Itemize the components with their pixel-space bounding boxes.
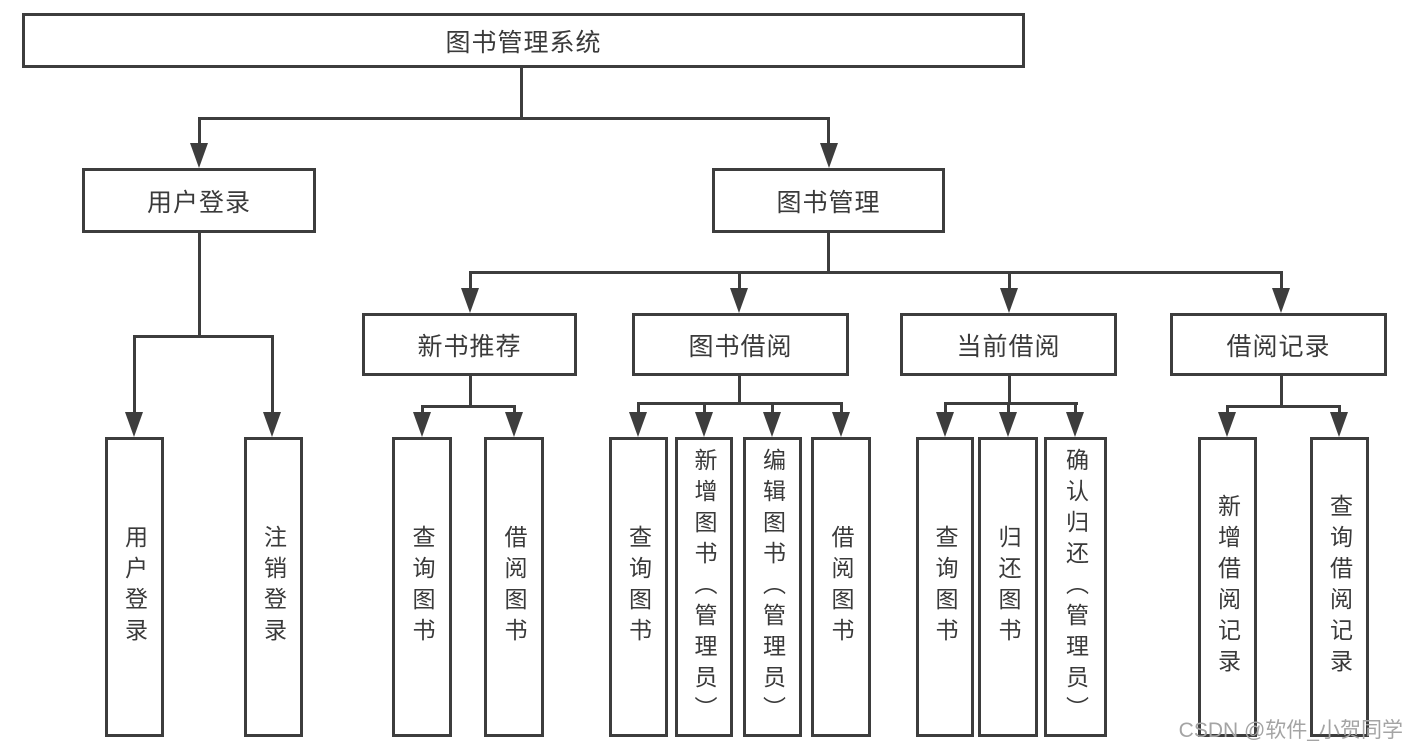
arrowhead-new-book [461, 288, 479, 313]
leaf-borrow-books-recommendation: 借阅图书 [484, 437, 544, 737]
leaf-confirm-return-admin: 确认归还（管理员） [1044, 437, 1107, 737]
node-label: 当前借阅 [956, 332, 1061, 361]
connector-drop-login-leaf [133, 335, 136, 415]
connector-drop-leaf [513, 405, 516, 415]
connector-book-borrowing-bus [637, 402, 843, 405]
leaf-label: 注销登录 [260, 525, 287, 649]
arrowhead-leaf [505, 412, 523, 437]
leaf-query-borrow-record: 查询借阅记录 [1310, 437, 1369, 737]
leaf-label: 编辑图书（管理员） [759, 447, 786, 727]
connector-drop-user-login [198, 117, 201, 147]
connector-drop-current-borrowing [1008, 271, 1011, 291]
arrowhead-leaf [1066, 412, 1084, 437]
connector-drop-leaf [944, 402, 947, 414]
leaf-query-books-borrowing: 查询图书 [609, 437, 668, 737]
arrowhead-book-borrowing [730, 288, 748, 313]
leaf-label: 归还图书 [995, 525, 1021, 649]
leaf-query-books-current: 查询图书 [916, 437, 974, 737]
connector-drop-leaf [840, 402, 843, 414]
leaf-label: 确认归还（管理员） [1062, 447, 1089, 727]
connector-book-borrowing-stem [738, 376, 741, 405]
arrowhead-borrowing-records [1272, 288, 1290, 313]
arrowhead-leaf [413, 412, 431, 437]
leaf-add-borrow-record: 新增借阅记录 [1198, 437, 1257, 737]
connector-user-login-bus [133, 335, 274, 338]
connector-drop-leaf [771, 402, 774, 414]
arrowhead-leaf [999, 412, 1017, 437]
connector-current-borrowing-stem [1008, 376, 1011, 405]
arrowhead-leaf [629, 412, 647, 437]
connector-drop-leaf [421, 405, 424, 415]
node-label: 图书借阅 [688, 332, 793, 361]
leaf-add-book-admin: 新增图书（管理员） [675, 437, 733, 737]
leaf-label: 新增图书（管理员） [691, 447, 717, 727]
node-label: 新书推荐 [417, 332, 522, 361]
leaf-label: 查询图书 [409, 525, 435, 649]
connector-drop-new-book [469, 271, 472, 291]
connector-drop-leaf [703, 402, 706, 414]
leaf-label: 查询借阅记录 [1326, 494, 1353, 680]
connector-current-borrowing-bus [944, 402, 1078, 405]
leaf-return-books: 归还图书 [978, 437, 1038, 737]
connector-book-management-bus [469, 271, 1283, 274]
connector-root-bus [198, 117, 830, 120]
connector-book-management-stem [827, 233, 830, 273]
connector-drop-leaf [637, 402, 640, 414]
arrowhead-leaf [695, 412, 713, 437]
arrowhead-user-login [190, 143, 208, 168]
node-borrowing-records: 借阅记录 [1170, 313, 1387, 376]
leaf-label: 借阅图书 [501, 525, 527, 649]
node-library-management-system: 图书管理系统 [22, 13, 1025, 68]
node-label: 图书管理 [776, 188, 881, 217]
leaf-edit-book-admin: 编辑图书（管理员） [743, 437, 802, 737]
connector-drop-book-management [827, 117, 830, 147]
node-new-book-recommendation: 新书推荐 [362, 313, 577, 376]
leaf-label: 新增借阅记录 [1214, 494, 1241, 680]
node-book-borrowing: 图书借阅 [632, 313, 849, 376]
connector-user-login-stem [198, 233, 201, 336]
connector-drop-leaf [1226, 405, 1229, 415]
arrowhead-leaf [763, 412, 781, 437]
arrowhead-leaf [936, 412, 954, 437]
leaf-label: 用户登录 [121, 525, 148, 649]
arrowhead-leaf [1218, 412, 1236, 437]
connector-drop-leaf [1007, 402, 1010, 414]
arrowhead-login-leaf [125, 412, 143, 437]
connector-new-book-bus [421, 405, 516, 408]
node-book-management: 图书管理 [712, 168, 945, 233]
arrowhead-leaf [832, 412, 850, 437]
node-label: 用户登录 [146, 188, 251, 217]
connector-drop-leaf [1338, 405, 1341, 415]
csdn-watermark: CSDN @软件_小贺同学 [1178, 719, 1403, 742]
leaf-user-login: 用户登录 [105, 437, 164, 737]
connector-borrowing-records-bus [1226, 405, 1340, 408]
node-label: 借阅记录 [1226, 332, 1331, 361]
connector-drop-logout-leaf [271, 335, 274, 415]
connector-drop-leaf [1074, 402, 1077, 414]
leaf-query-books-recommendation: 查询图书 [392, 437, 452, 737]
node-current-borrowing: 当前借阅 [900, 313, 1117, 376]
leaf-logout: 注销登录 [244, 437, 303, 737]
connector-borrowing-records-stem [1280, 376, 1283, 408]
node-label: 图书管理系统 [445, 28, 602, 57]
arrowhead-logout-leaf [263, 412, 281, 437]
node-user-login: 用户登录 [82, 168, 316, 233]
arrowhead-current-borrowing [1000, 288, 1018, 313]
connector-drop-book-borrowing [738, 271, 741, 291]
connector-root-stem [520, 68, 523, 118]
leaf-label: 查询图书 [625, 525, 652, 649]
arrowhead-leaf [1330, 412, 1348, 437]
arrowhead-book-management [820, 143, 838, 168]
leaf-borrow-books: 借阅图书 [811, 437, 871, 737]
leaf-label: 查询图书 [932, 525, 958, 649]
connector-new-book-stem [469, 376, 472, 408]
connector-drop-borrowing-records [1280, 271, 1283, 291]
leaf-label: 借阅图书 [828, 525, 854, 649]
